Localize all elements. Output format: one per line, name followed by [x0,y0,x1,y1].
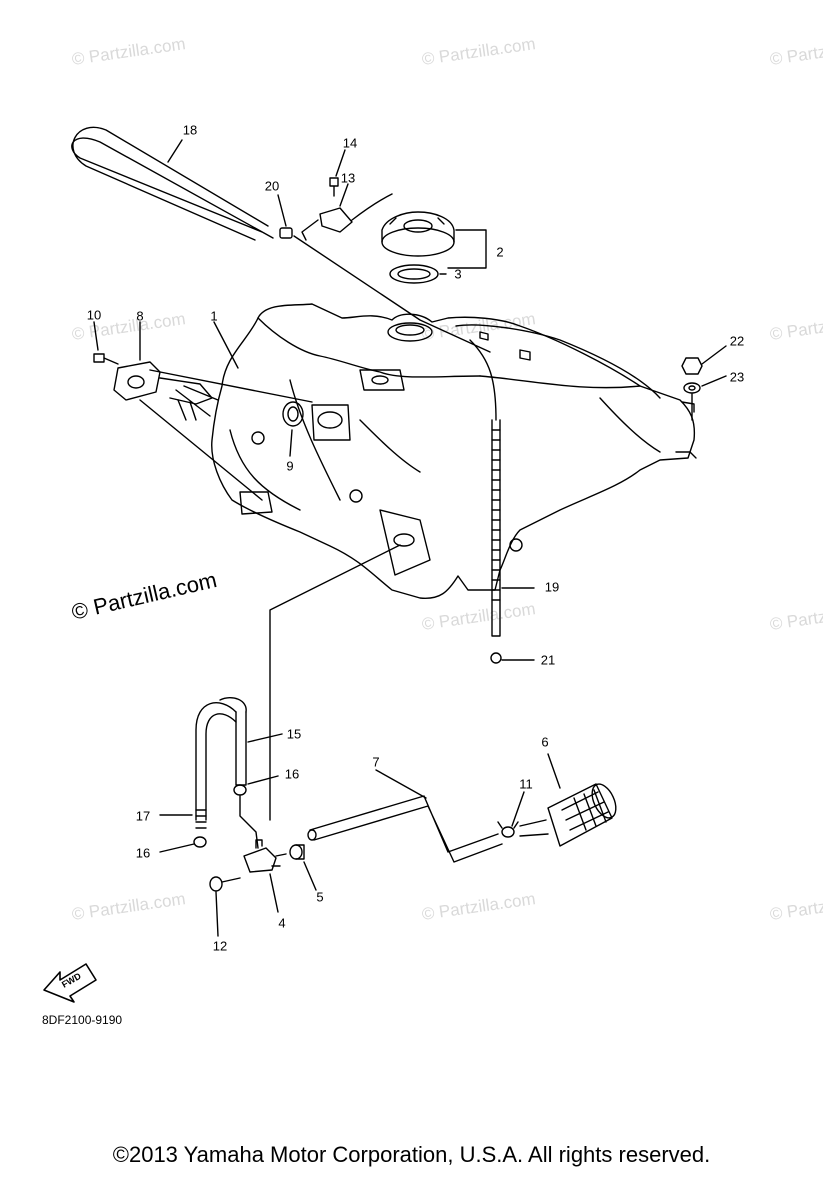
part-21-clip [490,652,502,664]
part-5-spacer [289,844,305,860]
part-16-clamp [233,784,247,796]
leader-10 [93,321,99,351]
leader-22 [701,345,727,365]
callout-8: 8 [136,308,144,324]
part-2-fuel-cap [381,211,455,257]
callout-2: 2 [496,244,504,260]
leader-1 [213,321,239,369]
leader-2 [447,229,487,269]
part-14-bolt [329,177,339,197]
part-15-hose [219,696,247,786]
callout-22: 22 [729,333,745,349]
callout-6: 6 [541,734,549,750]
leader-14 [335,149,346,177]
part-20-clamp [279,227,293,239]
fwd-arrow-icon: FWD [43,963,97,1003]
callout-11: 11 [519,776,533,792]
callout-20: 20 [264,178,280,194]
diagram-code: 8DF2100-9190 [42,1013,123,1027]
callout-4: 4 [278,915,286,931]
callout-16: 16 [284,766,300,782]
callout-13: 13 [340,170,356,186]
leader-13 [339,183,349,207]
leader-4 [269,873,279,913]
copyright-notice: ©2013 Yamaha Motor Corporation, U.S.A. A… [112,1142,711,1167]
callout-10: 10 [86,307,102,323]
callout-1: 1 [210,308,218,324]
part-23-washer-hole [688,385,696,391]
callout-7: 7 [372,754,380,770]
callout-5: 5 [316,889,324,905]
part-19-hose [491,419,501,637]
link-line [269,544,401,821]
part-1-fuel-tank [211,303,697,599]
callout-9: 9 [286,458,294,474]
fwd-label: FWD [60,971,83,990]
leader-9 [289,429,293,457]
part-11-clamp [497,821,519,838]
callout-3: 3 [454,266,462,282]
callout-14: 14 [342,135,358,151]
part-6-fuel-filter [519,783,617,847]
link-line [293,235,491,353]
part-9-gasket [282,401,304,427]
part-4-fuel-cock [243,839,287,873]
callout-16: 16 [135,845,151,861]
leader-5 [303,861,317,891]
leader-16 [247,775,279,785]
leader-12 [215,891,219,937]
leader-7 [375,769,427,799]
leader-23 [701,375,727,387]
leader-15 [247,733,283,743]
callout-21: 21 [540,652,556,668]
callout-18: 18 [182,122,198,138]
part-18-hose [71,126,274,241]
part-16-clamp [193,836,207,848]
part-12-screw [209,876,241,892]
link-line [103,357,119,365]
link-line [301,219,319,241]
part-22-nut [681,357,703,375]
leader-11 [511,791,525,827]
part-7-fuel-pipe [307,795,503,863]
part-23-washer [683,382,701,394]
leader-16 [159,843,195,853]
link-line [469,339,497,421]
callout-23: 23 [729,369,745,385]
part-10-screw [93,353,105,363]
part-17-hose [195,702,237,829]
link-line [139,369,313,501]
callout-19: 19 [544,579,560,595]
part-8-fuel-sender [113,361,219,421]
part-3-gasket [389,264,439,284]
leader-6 [547,753,561,789]
leader-18 [167,139,183,163]
callout-15: 15 [286,726,302,742]
callout-12: 12 [212,938,228,954]
callout-17: 17 [135,808,151,824]
leader-20 [277,194,287,227]
part-13-bracket [319,193,393,233]
